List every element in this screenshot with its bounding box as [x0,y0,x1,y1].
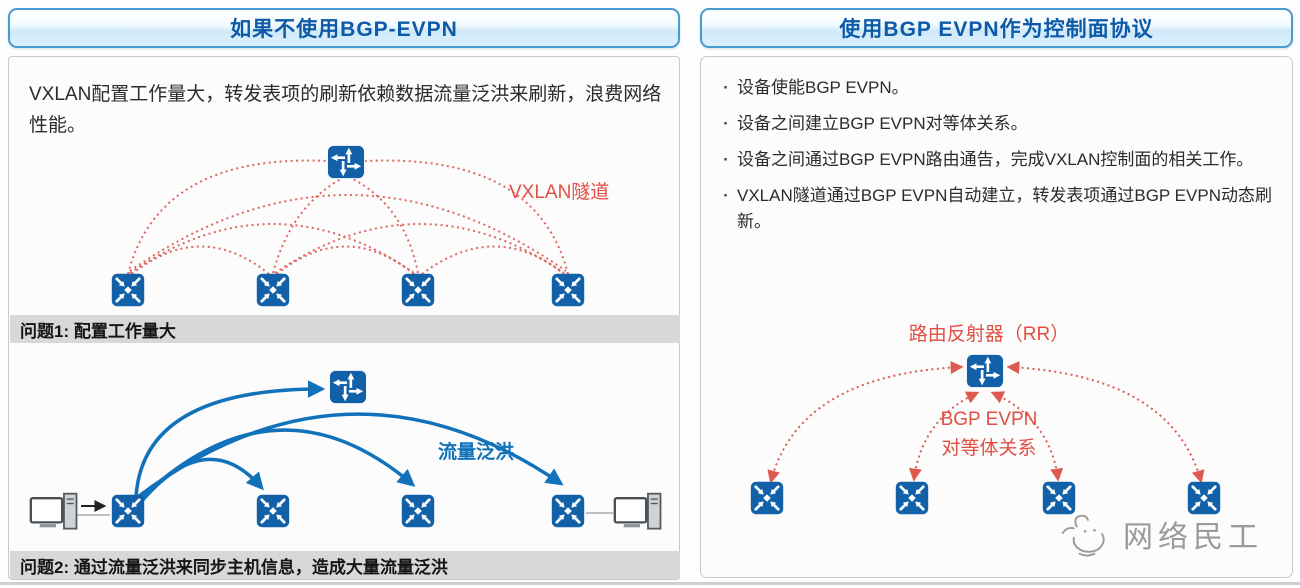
right-panel-body: · 设备使能BGP EVPN。 · 设备之间建立BGP EVPN对等体关系。 ·… [700,56,1293,578]
left-intro-text: VXLAN配置工作量大，转发表项的刷新依赖数据流量泛洪来刷新，浪费网络性能。 [29,84,662,137]
traffic-flood-arrows [134,380,564,504]
desktop-computer-icon [29,492,78,530]
right-panel-title: 使用BGP EVPN作为控制面协议 [839,18,1154,41]
left-panel-body: VXLAN配置工作量大，转发表项的刷新依赖数据流量泛洪来刷新，浪费网络性能。 [8,56,680,580]
bullet-text: VXLAN隧道通过BGP EVPN自动建立，转发表项通过BGP EVPN动态刷新… [737,185,1272,232]
problem1-bar: 问题1: 配置工作量大 [10,315,680,343]
desktop-computer-icon [613,492,662,530]
bottom-divider [0,582,1300,585]
bullet-text: 设备之间通过BGP EVPN路由通告，完成VXLAN控制面的相关工作。 [737,149,1254,169]
route-reflector-label: 路由反射器（RR） [908,324,1070,345]
lan-switch-icon [112,274,144,306]
bullet-dot: · [723,78,729,97]
lan-switch-icon [751,482,783,514]
left-panel-title: 如果不使用BGP-EVPN [230,18,458,41]
bgp-peer-arcs [767,361,1205,484]
bullet-item: · VXLAN隧道通过BGP EVPN自动建立，转发表项通过BGP EVPN动态… [715,183,1275,237]
router-icon [329,370,367,404]
right-panel-header: 使用BGP EVPN作为控制面协议 [700,8,1293,48]
bgp-peer-label-line1: BGP EVPN [940,409,1038,430]
bgp-peer-label: BGP EVPN 对等体关系 [839,405,1139,463]
lan-switch-icon [552,495,584,527]
problem2-bar: 问题2: 通过流量泛洪来同步主机信息，造成大量流量泛洪 [10,551,680,579]
problem2-text: 问题2: 通过流量泛洪来同步主机信息，造成大量流量泛洪 [20,557,448,577]
watermark-text: 网络民工 [1123,521,1263,554]
bullet-dot: · [723,185,729,205]
bullet-list: · 设备使能BGP EVPN。 · 设备之间建立BGP EVPN对等体关系。 ·… [715,75,1275,245]
lan-switch-icon [112,495,144,527]
cat-sketch-icon [1057,507,1117,561]
right-diagram [701,354,1294,579]
problem1-text: 问题1: 配置工作量大 [20,321,176,341]
bullet-dot: · [723,113,729,133]
left-diagrams [29,145,662,530]
bgp-peer-label-line2: 对等体关系 [941,438,1037,459]
vxlan-tunnel-label: VXLAN隧道 [509,182,610,203]
traffic-flood-label: 流量泛洪 [438,442,515,463]
bullet-item: · 设备之间建立BGP EVPN对等体关系。 [715,111,1275,138]
lan-switch-icon [552,274,584,306]
bullet-text: 设备使能BGP EVPN。 [737,78,909,97]
watermark: 网络民工 [1057,507,1263,561]
route-reflector-router-icon [966,354,1004,388]
lan-switch-icon [257,495,289,527]
lan-switch-icon [402,495,434,527]
lan-switch-icon [402,274,434,306]
lan-switch-icon [896,482,928,514]
router-icon [327,145,365,179]
left-panel-header: 如果不使用BGP-EVPN [8,8,680,48]
lan-switch-icon [257,274,289,306]
bullet-item: · 设备使能BGP EVPN。 [715,75,1275,102]
bullet-item: · 设备之间通过BGP EVPN路由通告，完成VXLAN控制面的相关工作。 [715,147,1275,174]
bullet-dot: · [723,149,729,169]
vxlan-tunnel-mesh [127,159,569,275]
bullet-text: 设备之间建立BGP EVPN对等体关系。 [737,113,1028,133]
host-links [76,512,613,516]
